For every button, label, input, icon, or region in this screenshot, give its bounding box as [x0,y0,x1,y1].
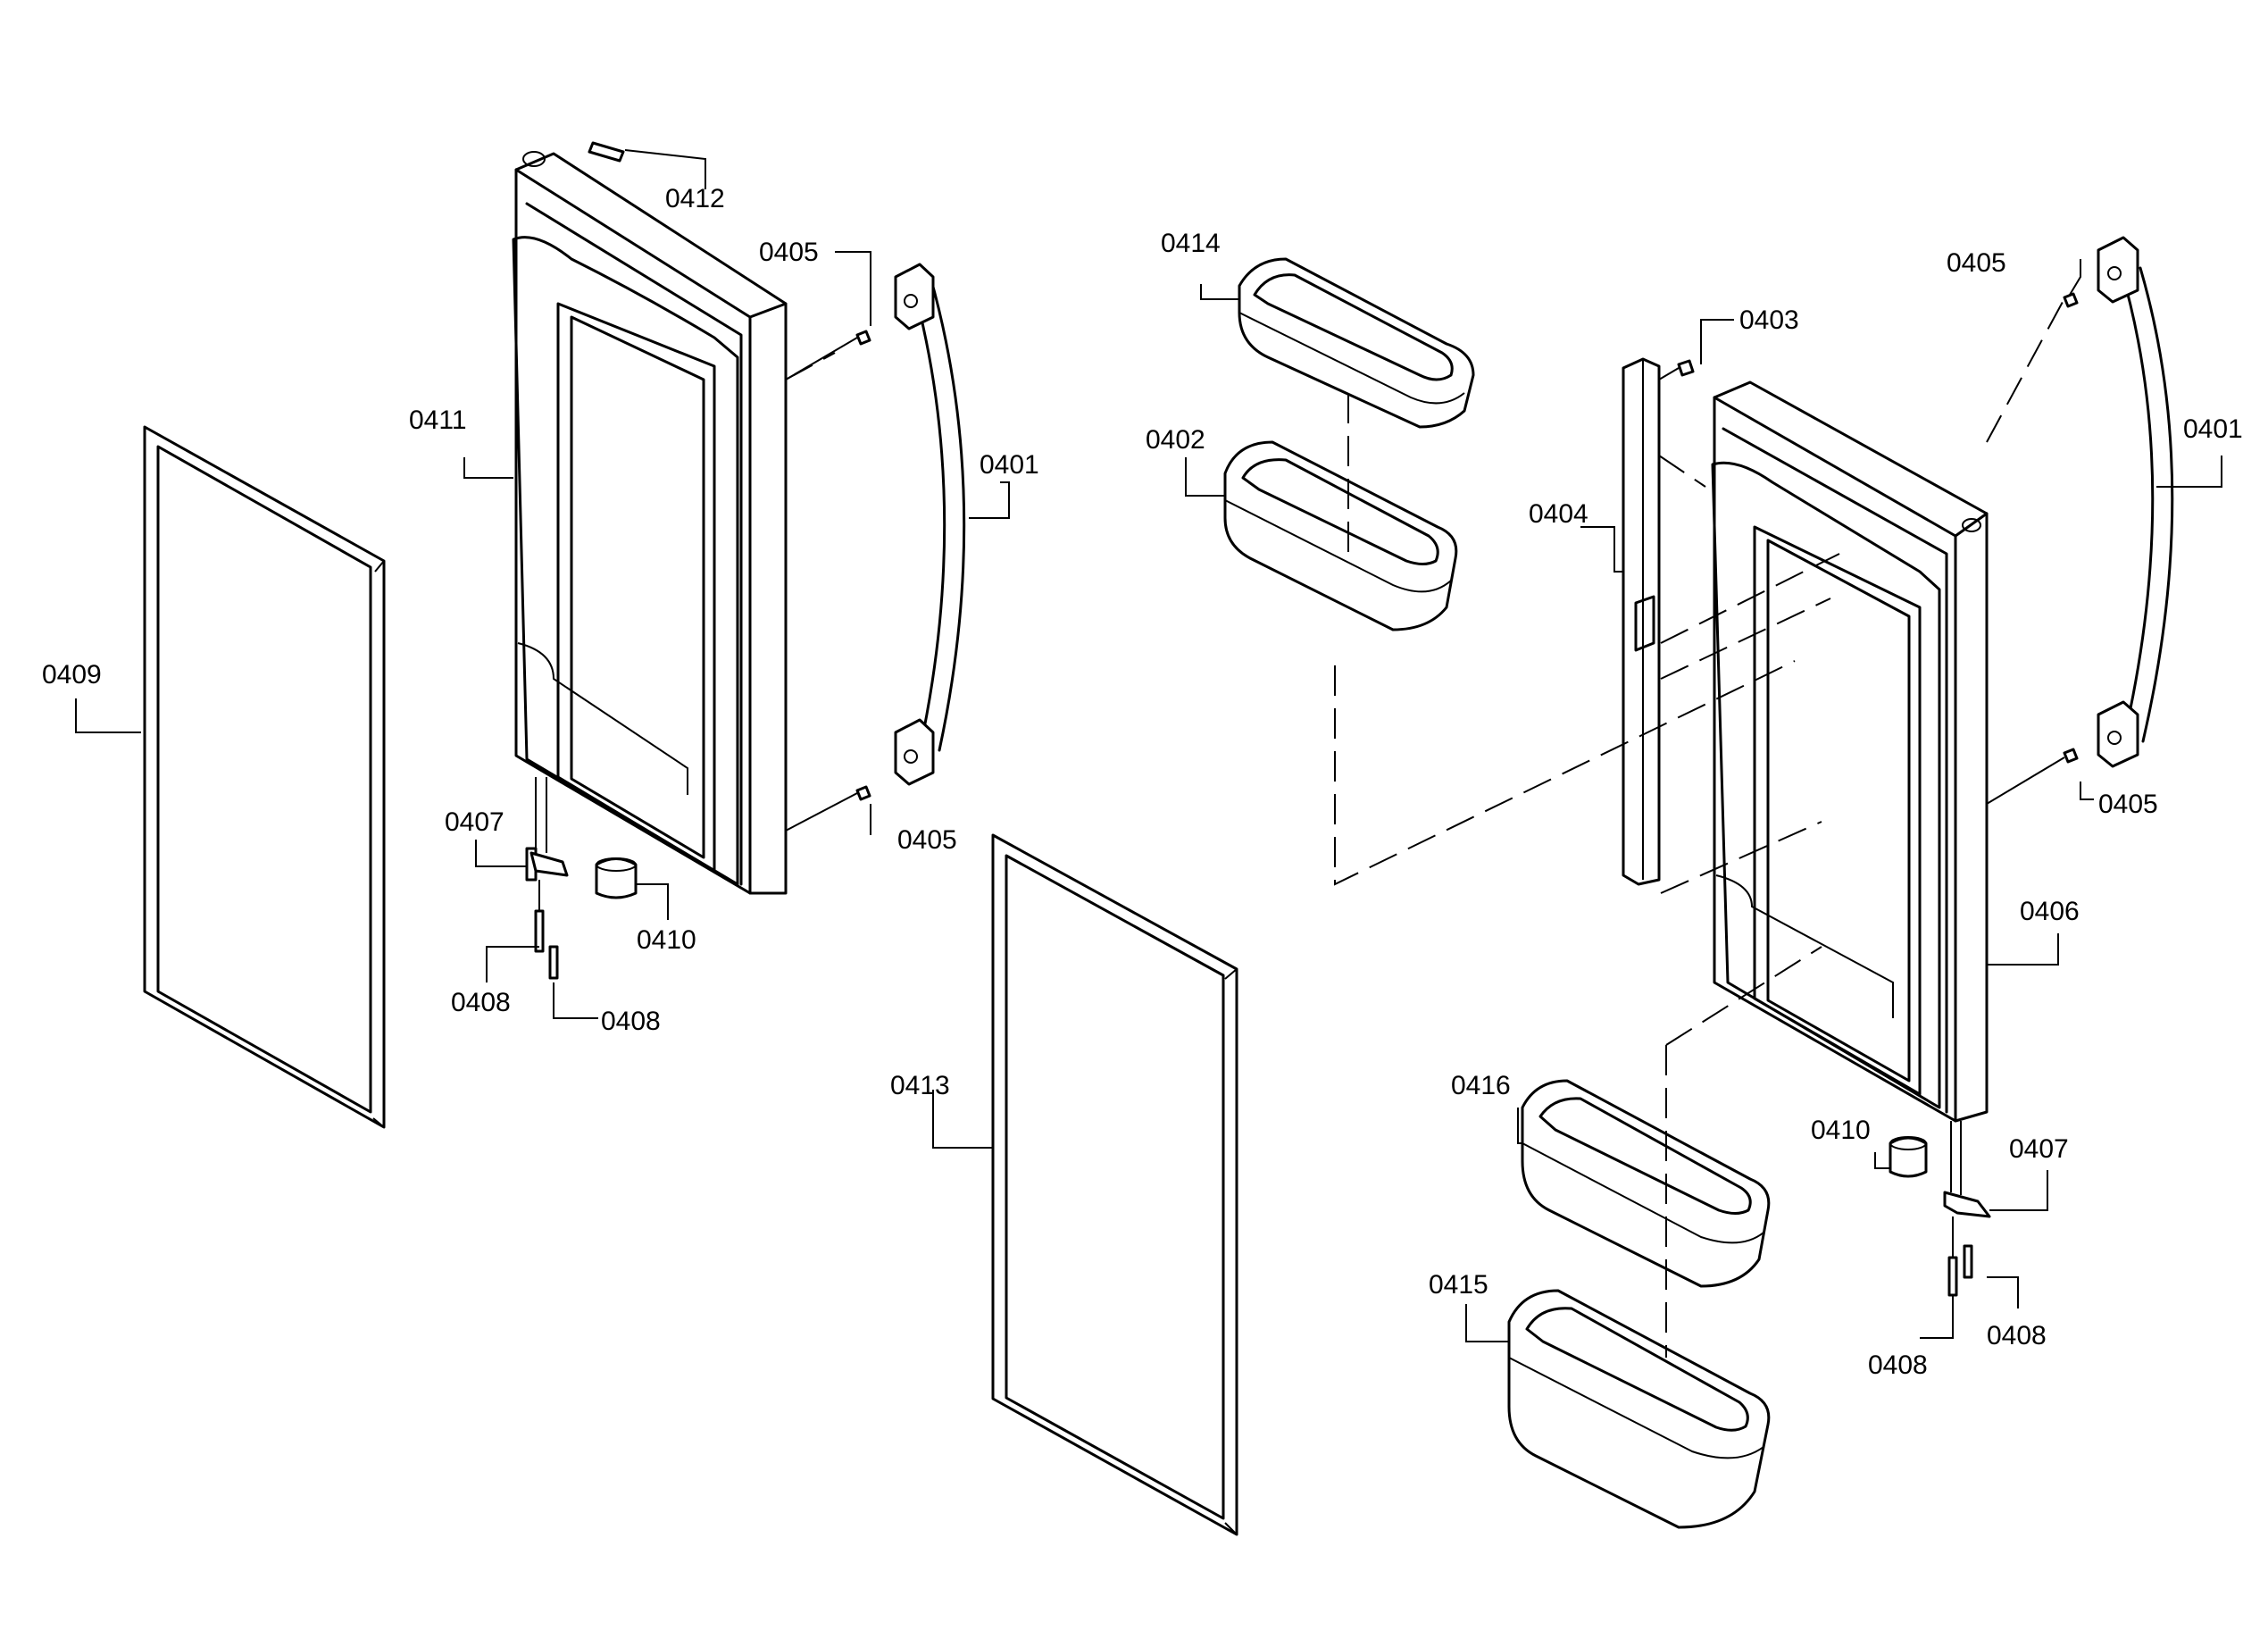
assembly-guides [785,301,2064,1358]
callout-0410-right: 0410 [1811,1116,1871,1145]
callout-0405-left-top: 0405 [759,238,819,267]
screw-hinge-left-a [534,880,545,953]
callout-0411: 0411 [409,405,467,435]
door-gasket-center [991,833,1238,1536]
door-bin-0416 [1521,1079,1771,1288]
bushing-right [1889,1136,1928,1178]
callout-0406: 0406 [2020,897,2080,926]
callout-0403: 0403 [1739,305,1799,335]
callout-0408-right-b: 0408 [1987,1321,2047,1350]
callout-0416: 0416 [1451,1071,1511,1100]
callout-0407-left: 0407 [445,807,504,837]
hinge-right [1943,1121,1991,1218]
door-hinge-strip [1622,357,1661,886]
callout-0414: 0414 [1161,229,1221,258]
callout-0409: 0409 [42,660,102,690]
door-right [1711,380,1989,1123]
callout-0405-right-top: 0405 [1947,248,2006,278]
callout-0404: 0404 [1529,499,1588,529]
screw-hinge-right-a [1947,1216,1958,1297]
hinge-left [525,777,569,882]
screw-hinge-strip [1658,359,1695,380]
screw-handle-right-top [2063,292,2079,308]
callout-0408-left-a: 0408 [451,988,511,1017]
callout-0408-left-b: 0408 [601,1007,661,1036]
callout-0402: 0402 [1146,425,1205,455]
door-handle-left [894,263,966,786]
callout-0405-right-bottom: 0405 [2098,790,2158,819]
door-left [512,151,788,895]
callout-0412: 0412 [665,184,725,213]
door-bin-0402 [1223,440,1458,631]
screw-hinge-right-b [1963,1244,1973,1279]
door-label-strip [588,141,625,163]
callout-0401-left: 0401 [980,450,1039,480]
screw-handle-right-bottom [1986,748,2079,805]
screw-hinge-left-b [548,945,559,980]
callout-0401-right: 0401 [2183,414,2243,444]
callout-labels: 0412 0405 0411 0401 0409 0405 0407 0410 … [42,184,2243,1380]
screw-handle-left-bottom [785,785,871,832]
callout-0415: 0415 [1429,1270,1488,1300]
callout-0413: 0413 [890,1071,950,1100]
bushing-left [595,857,638,899]
callout-0405-left-bottom: 0405 [897,825,957,855]
callout-0408-right-a: 0408 [1868,1350,1928,1380]
door-handle-right [2097,236,2174,768]
callout-0410-left: 0410 [637,925,696,955]
callout-0407-right: 0407 [2009,1134,2069,1164]
door-gasket-left [143,425,386,1129]
leader-lines [75,149,2222,1342]
door-bin-0415 [1507,1289,1771,1529]
door-bin-0414 [1238,257,1475,429]
